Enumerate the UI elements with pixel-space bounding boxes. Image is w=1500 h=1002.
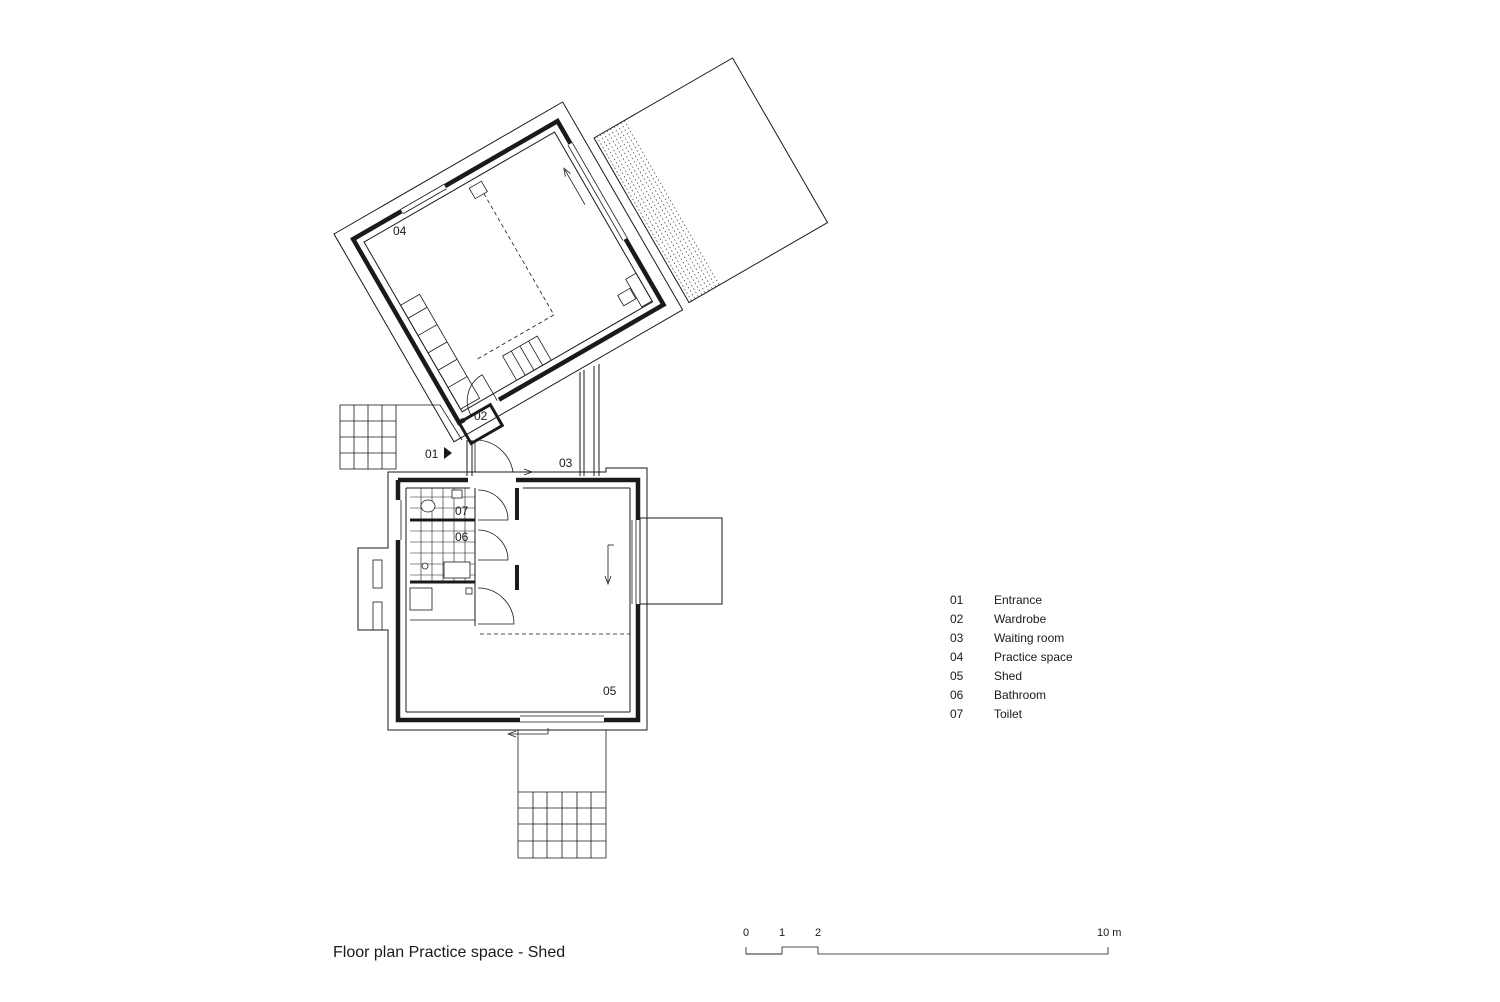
drawing-caption: Floor plan Practice space - Shed — [333, 944, 566, 961]
scale-label-0: 0 — [743, 927, 750, 939]
terrace-deck — [593, 57, 829, 304]
legend-number: 05 — [950, 669, 964, 683]
legend-number: 06 — [950, 688, 964, 702]
legend-number: 01 — [950, 593, 964, 607]
legend-number: 07 — [950, 707, 964, 721]
legend-name: Entrance — [994, 593, 1043, 607]
room-label-04: 04 — [393, 224, 407, 238]
legend-name: Practice space — [994, 650, 1073, 664]
legend-item: 06 Bathroom — [950, 686, 1073, 705]
legend-name: Shed — [994, 669, 1023, 683]
legend-name: Bathroom — [994, 688, 1047, 702]
legend-item: 03 Waiting room — [950, 629, 1073, 648]
practice-space-block — [333, 101, 684, 446]
legend-name: Waiting room — [994, 631, 1065, 645]
legend-name: Wardrobe — [994, 612, 1047, 626]
legend-item: 01 Entrance — [950, 591, 1073, 610]
legend-number: 03 — [950, 631, 964, 645]
scale-label-1: 1 — [779, 927, 786, 939]
entrance-steps — [339, 404, 463, 470]
room-legend: 01 Entrance 02 Wardrobe 03 Waiting room 04 P… — [950, 591, 1073, 724]
legend-number: 02 — [950, 612, 964, 626]
terrace-dots — [596, 120, 720, 302]
room-label-06: 06 — [455, 530, 469, 544]
room-label-05: 05 — [603, 684, 617, 698]
legend-item: 07 Toilet — [950, 705, 1073, 724]
room-label-07: 07 — [455, 504, 469, 518]
legend-item: 04 Practice space — [950, 648, 1073, 667]
south-steps — [517, 730, 607, 859]
scale-label-2: 2 — [815, 927, 822, 939]
legend-item: 02 Wardrobe — [950, 610, 1073, 629]
entrance-arrow-icon — [444, 447, 452, 459]
legend-name: Toilet — [994, 707, 1023, 721]
scale-label-10m: 10 m — [1097, 927, 1122, 939]
shed-block — [357, 467, 723, 738]
room-label-02: 02 — [474, 409, 488, 423]
room-label-03: 03 — [559, 456, 573, 470]
legend-item: 05 Shed — [950, 667, 1073, 686]
scale-bar — [745, 946, 1109, 955]
room-label-01: 01 — [425, 447, 439, 461]
legend-number: 04 — [950, 650, 964, 664]
